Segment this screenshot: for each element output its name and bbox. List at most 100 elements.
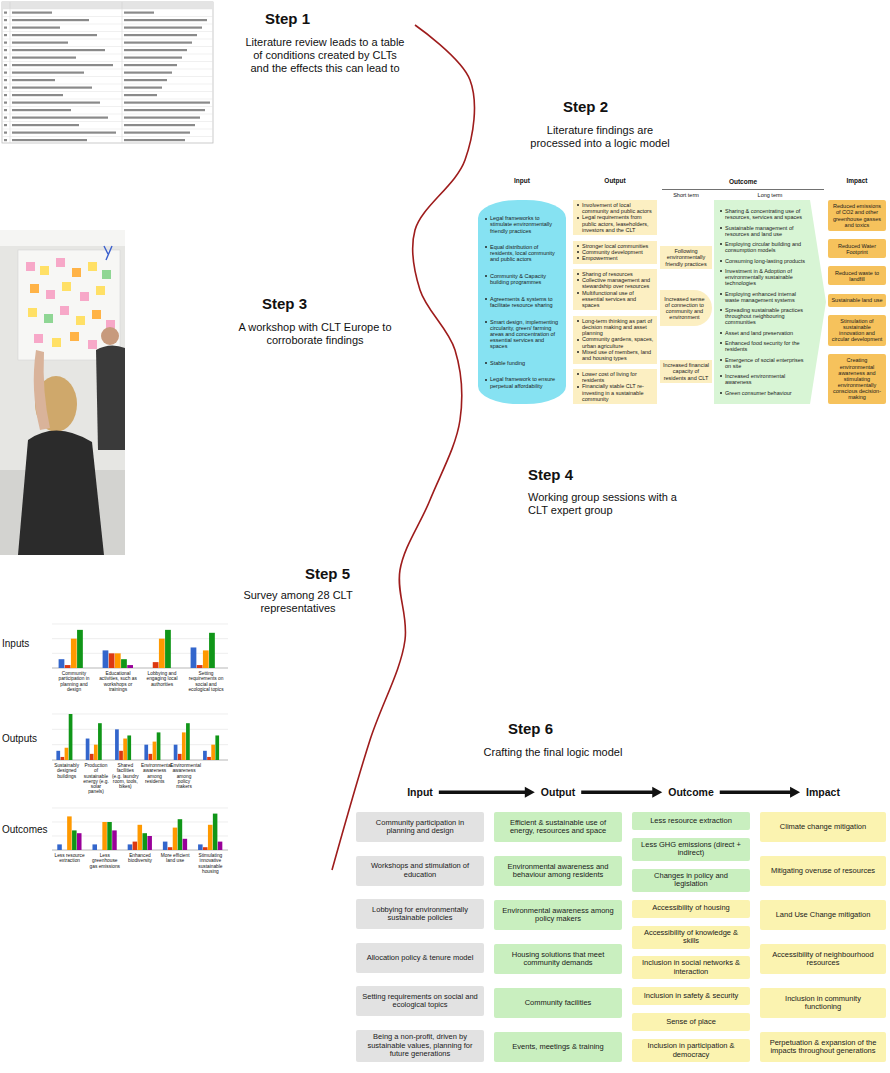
table-row-line: [2, 121, 213, 122]
table-text-bar: [12, 42, 68, 44]
category-label: More efficient land use: [159, 853, 192, 864]
chart-bar: [173, 828, 178, 850]
flow-arrow-shaft: [581, 791, 654, 795]
output-box: Lower cost of living for residentsFinanc…: [573, 369, 657, 404]
table-row-line: [2, 9, 213, 10]
short-term-box: Increased sense of connection to communi…: [660, 290, 712, 326]
input-box: Community participation in planning and …: [356, 812, 484, 842]
step-description: Literature review leads to a table of co…: [245, 36, 405, 76]
table-number-bar: [4, 34, 7, 36]
table-row-line: [2, 84, 213, 85]
table-text-bar: [124, 79, 167, 81]
long-term-arrow: Sharing & concentrating use of resources…: [714, 200, 826, 404]
column-header: Impact: [828, 177, 886, 185]
outcome-box: Inclusion in participation & democracy: [632, 1039, 750, 1062]
sticky-note: [76, 316, 85, 325]
outcome-box: Less GHG emissions (direct + indirect): [632, 838, 750, 861]
chart-bar: [144, 745, 148, 760]
photo-wall: [0, 230, 125, 555]
box-text: Changes in policy and legislation: [638, 872, 744, 889]
table-text-bar: [12, 34, 97, 36]
box-text: Lobbying for environmentally sustainable…: [362, 906, 478, 923]
flow-arrow-shaft: [720, 791, 792, 795]
chart-bar: [209, 633, 215, 668]
output-box: Environmental awareness and behaviour am…: [494, 856, 622, 886]
impact-box: Perpetuation & expansion of the impacts …: [760, 1032, 886, 1062]
sticky-note: [28, 308, 37, 317]
table-text-bar: [124, 117, 200, 119]
step-description: Crafting the final logic model: [478, 746, 628, 759]
bullet-text: Smart design, implementing circularity, …: [484, 319, 560, 350]
chart-bar: [159, 639, 165, 668]
bullet-text: Employing circular building and consumpt…: [719, 241, 806, 253]
category-label: Community participation in planning and …: [53, 671, 95, 692]
outcome-box: Sense of place: [632, 1013, 750, 1031]
chart-bar: [61, 757, 65, 760]
table-text-bar: [12, 57, 76, 59]
input-box: Lobbying for environmentally sustainable…: [356, 899, 484, 929]
table-text-bar: [124, 12, 154, 14]
step-description: Working group sessions with a CLT expert…: [528, 491, 678, 517]
table-number-bar: [4, 57, 7, 59]
table-text-bar: [124, 27, 202, 29]
table-number-bar: [4, 102, 7, 104]
output-box: Environmental awareness among policy mak…: [494, 900, 622, 930]
table-row-line: [2, 136, 213, 137]
woman-arm: [34, 350, 50, 430]
sticky-note: [34, 334, 43, 343]
category-label: Environmental awareness among policy mak…: [170, 763, 197, 789]
impact-box: Mitigating overuse of resources: [760, 856, 886, 886]
table-text-bar: [12, 12, 52, 14]
table-number-bar: [4, 109, 7, 111]
box-text: Perpetuation & expansion of the impacts …: [766, 1039, 880, 1056]
output-box: Community facilities: [494, 988, 622, 1018]
chart-bar: [65, 665, 71, 668]
bullet-text: Increased environmental awareness: [719, 373, 806, 385]
table-row-line: [2, 24, 213, 25]
column-header: Output: [541, 786, 575, 799]
chart-bar: [94, 745, 98, 760]
outcome-box: Inclusion in social networks & interacti…: [632, 956, 750, 979]
sticky-note: [30, 284, 39, 293]
box-text: Sense of place: [638, 1018, 744, 1026]
photo-board: [18, 250, 120, 360]
chart-bar: [208, 825, 213, 850]
table-text-bar: [12, 87, 92, 89]
category-label: Environmental awareness among residents: [141, 763, 168, 784]
table-row-line: [2, 76, 213, 77]
workshop-photo: [0, 230, 125, 555]
sticky-note: [70, 332, 79, 341]
table-number-bar: [4, 19, 7, 21]
box-text: Mitigating overuse of resources: [766, 867, 880, 875]
outcome-box: Less resource extraction: [632, 812, 750, 830]
chart-bar: [183, 839, 188, 850]
chart-bar: [71, 639, 77, 668]
chart-bar: [191, 647, 197, 668]
bullet-text: Involvement of local community and publi…: [576, 202, 654, 214]
chart-bar: [138, 825, 143, 850]
table-text-bar: [12, 27, 60, 29]
bullet-text: Mixed use of members, land and housing t…: [576, 349, 654, 361]
chart-bar: [57, 844, 62, 850]
bullet-text: Employing enhanced internal waste manage…: [719, 291, 806, 303]
table-number-bar: [4, 12, 7, 14]
bullet-text: Investment in & Adoption of environmenta…: [719, 268, 806, 286]
table-text-bar: [124, 19, 207, 21]
chart-title: Inputs: [2, 638, 29, 650]
chart-bar: [157, 732, 161, 760]
chart-bar: [67, 816, 72, 850]
chart-bar: [203, 751, 207, 760]
bullet-text: Agreements & systems to facilitate resou…: [484, 296, 560, 308]
impact-box: Reduced Water Footprint: [828, 239, 886, 258]
output-box: Stronger local communitiesCommunity deve…: [573, 241, 657, 264]
bullet-text: Stronger local communities: [576, 243, 654, 249]
box-text: Community participation in planning and …: [362, 819, 478, 836]
sticky-note: [62, 282, 71, 291]
box-text: Accessibility of knowledge & skills: [638, 929, 744, 946]
box-text: Reduced emissions of CO2 and other green…: [831, 203, 883, 228]
table-text-bar: [124, 109, 205, 111]
chart-bar: [211, 745, 215, 760]
chart-bar: [186, 723, 190, 760]
step-title: Step 1: [265, 10, 310, 28]
